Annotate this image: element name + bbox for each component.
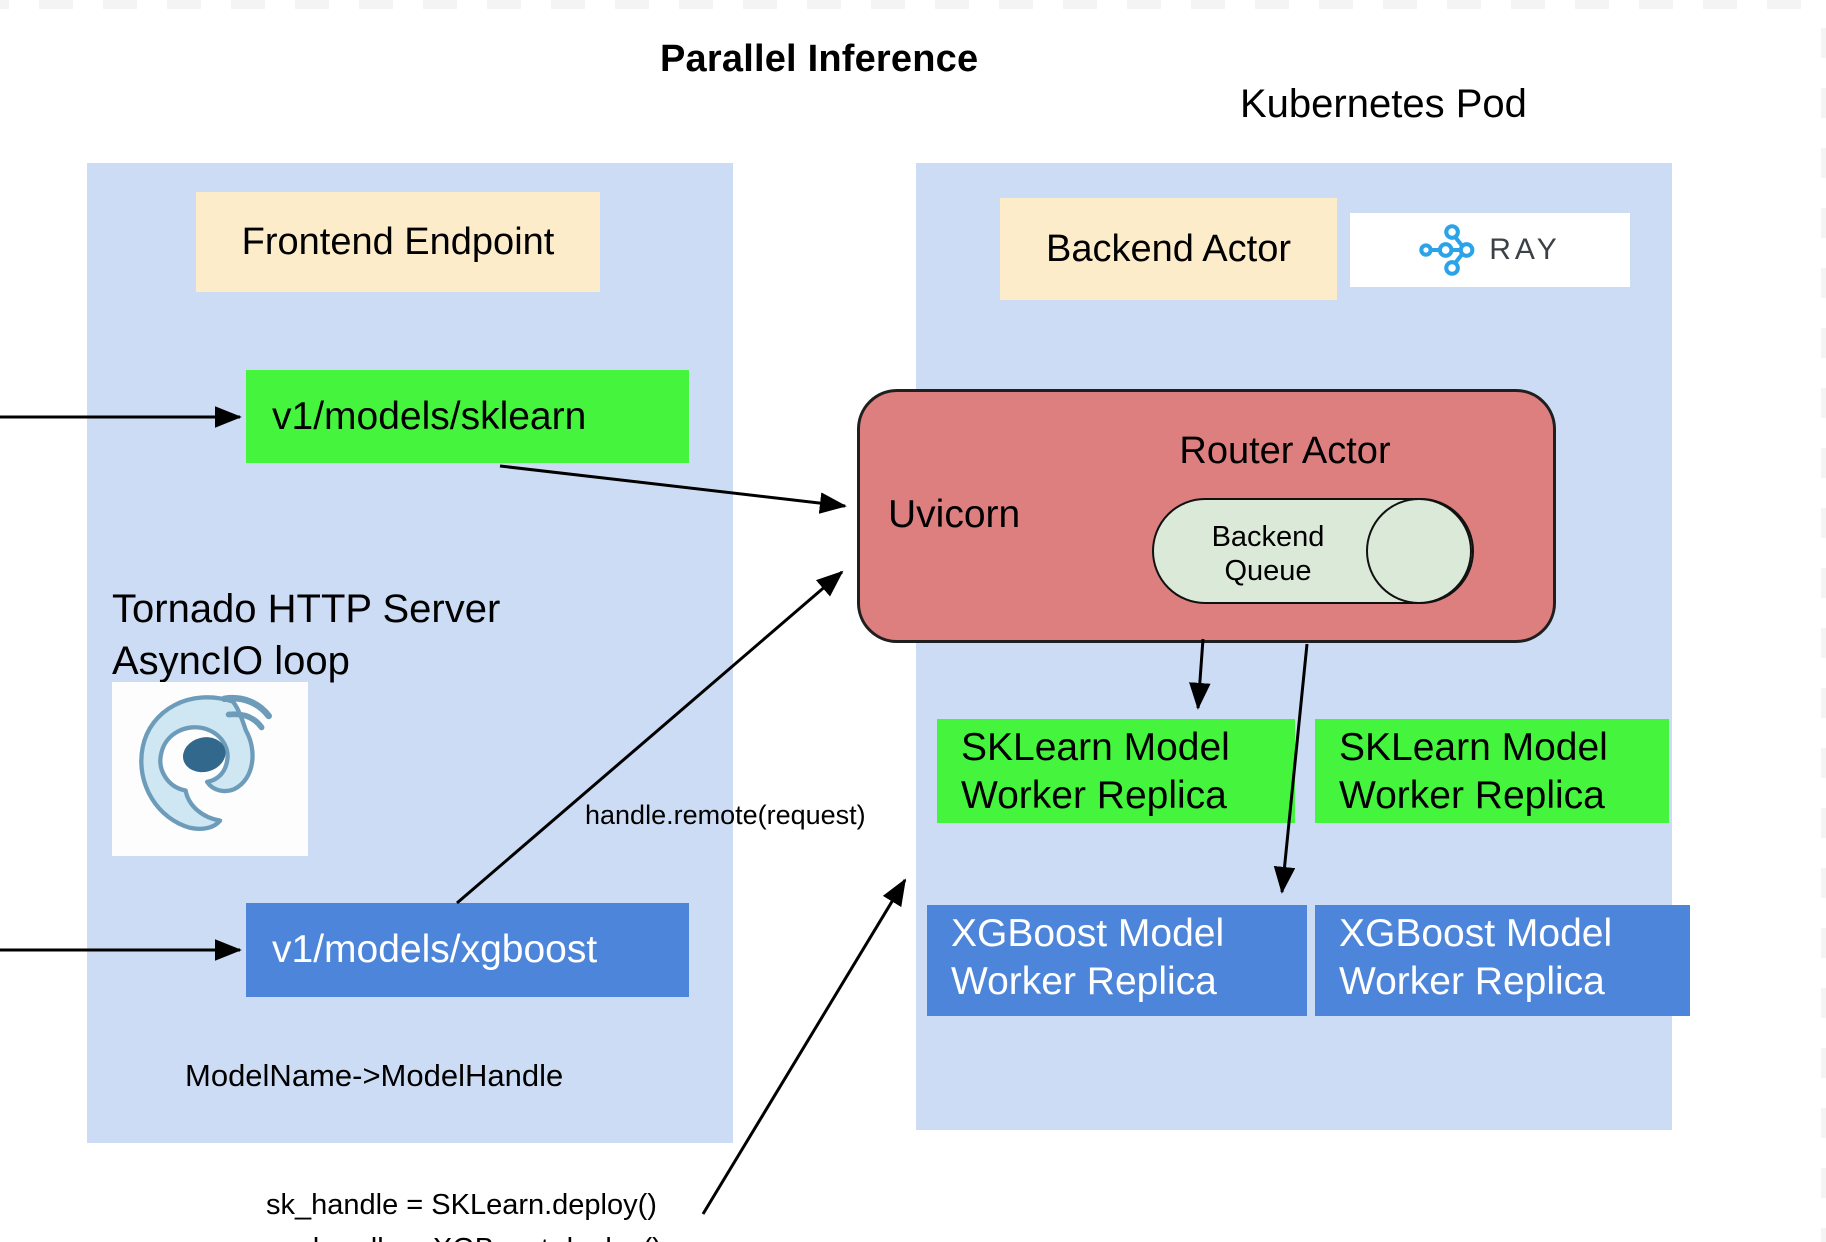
deploy-code-line2: xg_handle = XGBoost.deploy() [266, 1227, 726, 1242]
arrow-deploy [701, 878, 907, 1215]
sklearn-route-label: v1/models/sklearn [272, 394, 587, 438]
uvicorn-label: Uvicorn [888, 493, 1021, 536]
deploy-code-line1: sk_handle = SKLearn.deploy() [266, 1189, 657, 1221]
xgboost-route-box: v1/models/xgboost [246, 903, 689, 997]
tornado-server-label: Tornado HTTP Server AsyncIO loop [112, 587, 501, 683]
ray-logo-box: RAY [1350, 213, 1630, 287]
backend-actor-label: Backend Actor [1045, 227, 1292, 270]
backend-queue-label: Backend Queue [1211, 521, 1325, 587]
kubernetes-pod-label: Kubernetes Pod [1240, 82, 1527, 126]
handle-remote-label: handle.remote(request) [585, 800, 866, 830]
sklearn-worker-box-2: SKLearn Model Worker Replica [1315, 719, 1669, 823]
ray-logo-icon [1419, 224, 1475, 276]
sklearn-worker-box-1: SKLearn Model Worker Replica [937, 719, 1295, 823]
xgboost-worker-box-2: XGBoost Model Worker Replica [1315, 905, 1690, 1016]
tornado-logo [112, 682, 308, 856]
sklearn-route-box: v1/models/sklearn [246, 370, 689, 463]
xgboost-route-label: v1/models/xgboost [272, 928, 598, 971]
xgboost-worker-box-1: XGBoost Model Worker Replica [927, 905, 1307, 1016]
frontend-endpoint-label: Frontend Endpoint [241, 220, 555, 263]
frontend-endpoint-box: Frontend Endpoint [196, 192, 600, 292]
checkerboard-right-strip [1821, 0, 1826, 1242]
router-actor-label: Router Actor [1179, 430, 1391, 472]
backend-actor-box: Backend Actor [1000, 198, 1337, 300]
backend-queue-cylinder-cap [1366, 498, 1472, 604]
deploy-code-label: sk_handle = SKLearn.deploy() xg_handle =… [266, 1183, 726, 1242]
ray-logo-text: RAY [1489, 233, 1561, 266]
checkerboard-top-strip [0, 0, 1826, 9]
page-title: Parallel Inference [660, 38, 979, 80]
modelname-mapping-label: ModelName->ModelHandle [185, 1058, 564, 1093]
tornado-icon [139, 694, 272, 832]
